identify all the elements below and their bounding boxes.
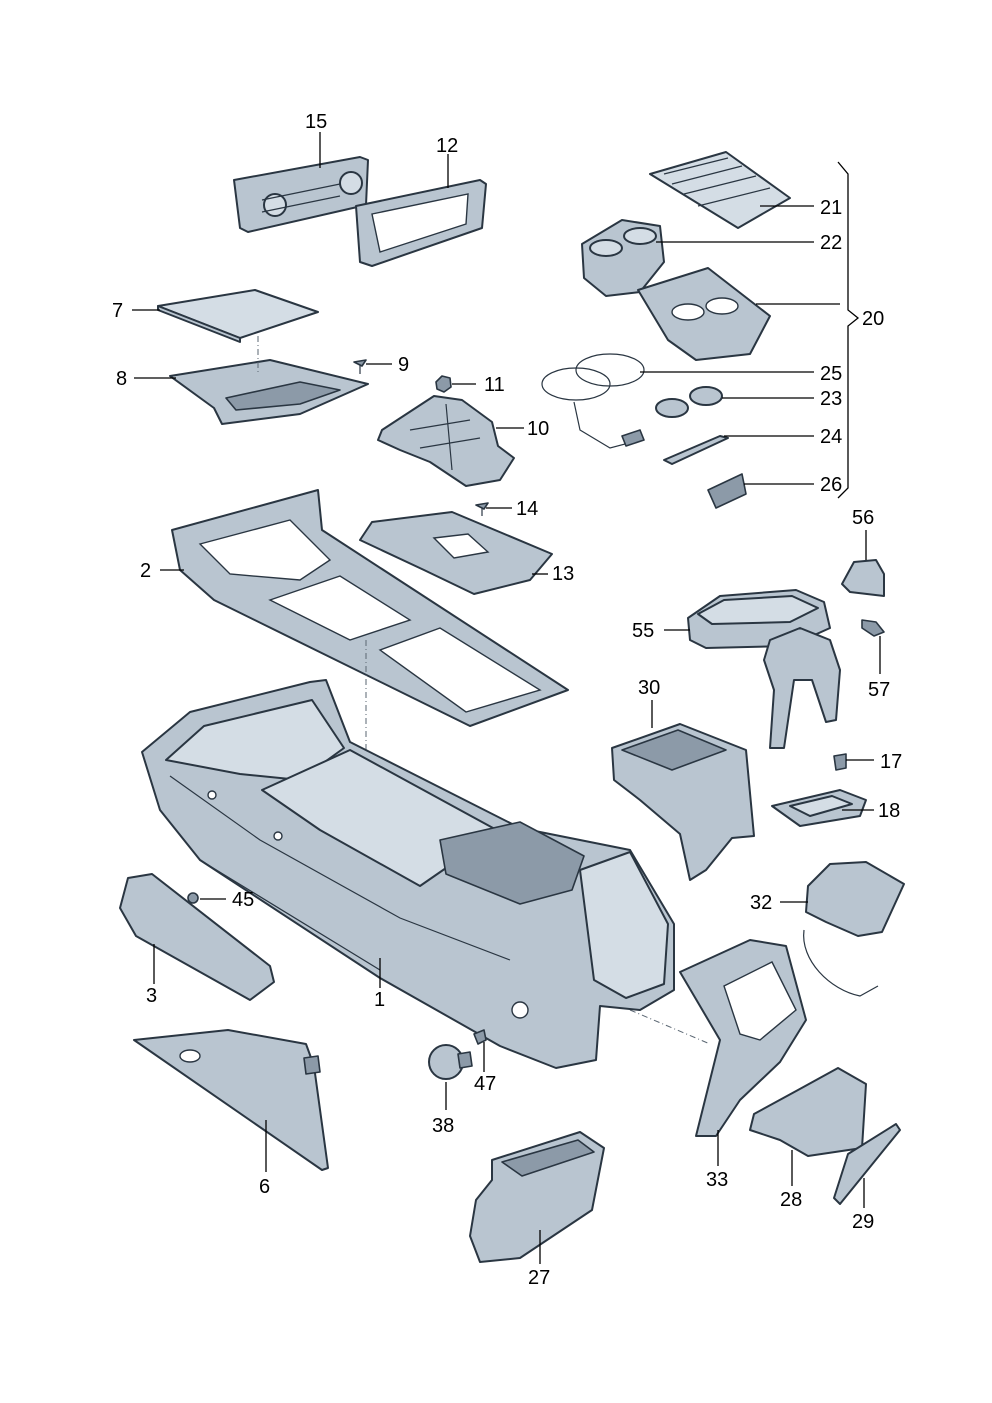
callout-23: 23 — [820, 388, 842, 410]
callout-24: 24 — [820, 426, 842, 448]
callout-30: 30 — [638, 677, 660, 699]
callout-1: 1 — [374, 989, 385, 1011]
callout-8: 8 — [116, 368, 127, 390]
part-15-control-panel — [233, 156, 369, 233]
callout-45: 45 — [232, 889, 254, 911]
part-32-vent — [803, 861, 905, 997]
callout-13: 13 — [552, 563, 574, 585]
callout-22: 22 — [820, 232, 842, 254]
part-25-lighting-harness — [541, 353, 645, 449]
group-brace-20 — [837, 161, 860, 499]
part-55-armrest — [687, 589, 841, 749]
part-18-switch-plate — [771, 789, 867, 827]
part-27-lower-storage — [469, 1131, 605, 1263]
callout-11: 11 — [484, 374, 505, 396]
callout-38: 38 — [432, 1115, 454, 1137]
part-9-screw — [353, 359, 367, 374]
callout-15: 15 — [305, 111, 327, 133]
part-45-screw — [187, 892, 199, 904]
part-47-screw — [473, 1029, 487, 1045]
part-11-nut — [435, 375, 452, 393]
part-10-bracket — [377, 395, 515, 487]
callout-32: 32 — [750, 892, 772, 914]
part-29-cover — [833, 1123, 901, 1205]
part-56-button — [841, 559, 885, 597]
part-23-seal — [655, 386, 723, 418]
callout-14: 14 — [516, 498, 538, 520]
part-21-roller-cover — [649, 151, 791, 229]
part-24-strip — [663, 435, 729, 465]
callout-7: 7 — [112, 300, 123, 322]
callout-10: 10 — [527, 418, 549, 440]
callout-33: 33 — [706, 1169, 728, 1191]
part-12-frame — [355, 179, 487, 267]
part-7-cover — [157, 289, 319, 343]
part-6-side-panel — [133, 1029, 329, 1171]
callout-57: 57 — [868, 679, 890, 701]
part-8-storage-tray — [169, 359, 369, 425]
callout-6: 6 — [259, 1176, 270, 1198]
callout-27: 27 — [528, 1267, 550, 1289]
callout-29: 29 — [852, 1211, 874, 1233]
part-57-bolt — [861, 619, 885, 637]
assembly-axis-line — [629, 1009, 711, 1045]
callout-56: 56 — [852, 507, 874, 529]
callout-28: 28 — [780, 1189, 802, 1211]
callout-12: 12 — [436, 135, 458, 157]
part-3-side-trim — [119, 873, 275, 1001]
callout-47: 47 — [474, 1073, 496, 1095]
callout-25: 25 — [820, 363, 842, 385]
callout-labels: 15 12 7 8 9 11 10 14 13 2 1 45 3 6 38 47… — [112, 111, 902, 1289]
part-14-screw — [475, 502, 489, 516]
leader-lines — [132, 132, 881, 1264]
part-22-cup-holder-insert — [581, 219, 665, 297]
callout-21: 21 — [820, 197, 842, 219]
callout-26: 26 — [820, 474, 842, 496]
part-17-clip — [833, 753, 847, 771]
callout-18: 18 — [878, 800, 900, 822]
part-26-connector — [707, 473, 747, 509]
part-38-cap — [428, 1044, 473, 1080]
part-1-center-console — [141, 679, 675, 1069]
callout-2: 2 — [140, 560, 151, 582]
part-2-upper-trim — [171, 489, 569, 727]
part-28-housing — [749, 1067, 867, 1157]
part-13-carrier — [359, 511, 553, 595]
callout-20: 20 — [862, 308, 884, 330]
part-33-rear-trim — [679, 939, 807, 1137]
callout-55: 55 — [632, 620, 654, 642]
callout-17: 17 — [880, 751, 902, 773]
part-30-box — [611, 723, 755, 881]
callout-3: 3 — [146, 985, 157, 1007]
part-20-cup-holder-housing — [637, 267, 771, 361]
callout-9: 9 — [398, 354, 409, 376]
